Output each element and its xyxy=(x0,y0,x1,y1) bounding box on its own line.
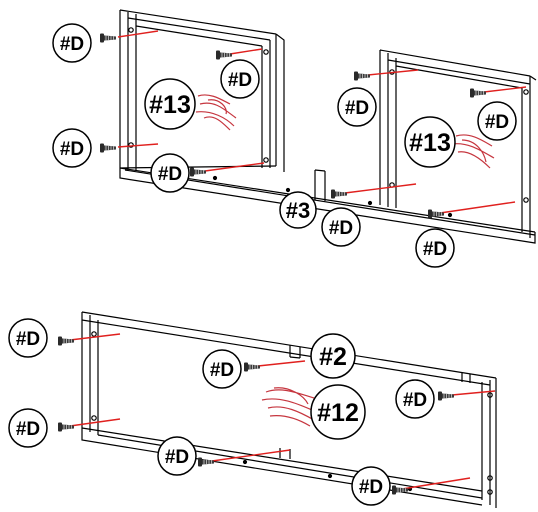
screw-icon xyxy=(353,71,371,81)
top-guide-lines xyxy=(117,30,527,214)
screws xyxy=(57,33,487,495)
bottom-guide-lines xyxy=(69,333,496,490)
screw-icon xyxy=(437,391,455,401)
callout-d: #D xyxy=(415,228,455,268)
callout-d: #D xyxy=(202,349,242,389)
callout-label: #D xyxy=(345,98,369,119)
callout-d: #D xyxy=(351,466,391,506)
callout-label: #13 xyxy=(409,129,451,157)
top-rail-part-2 xyxy=(81,311,497,386)
callout-12: #12 xyxy=(310,384,366,440)
callout-label: #D xyxy=(485,112,509,133)
callout-d: #D xyxy=(321,207,361,247)
callout-2: #2 xyxy=(310,333,356,379)
callout-label: #12 xyxy=(317,399,359,427)
callout-label: #3 xyxy=(286,198,310,223)
callout-label: #D xyxy=(165,447,189,468)
callout-label: #D xyxy=(228,70,252,91)
screw-icon xyxy=(99,33,117,43)
callout-label: #13 xyxy=(149,91,191,119)
screw-icon xyxy=(243,362,261,372)
callout-3: #3 xyxy=(279,191,317,229)
callout-label: #D xyxy=(359,477,383,498)
left-side-frame-part-13 xyxy=(119,9,285,172)
screw-icon xyxy=(197,457,215,467)
callout-d: #D xyxy=(477,101,517,141)
callout-label: #D xyxy=(60,34,84,55)
screw-icon xyxy=(189,167,207,177)
callout-label: #2 xyxy=(319,343,347,371)
screw-icon xyxy=(99,143,117,153)
callout-label: #D xyxy=(158,164,182,185)
right-post xyxy=(481,378,497,508)
callout-d: #D xyxy=(220,59,260,99)
callout-d: #D xyxy=(395,379,435,419)
screw-icon xyxy=(57,422,75,432)
callout-label: #D xyxy=(16,329,40,350)
bottom-assembly xyxy=(81,311,497,508)
callout-label: #D xyxy=(329,218,353,239)
glue-scribble-icon xyxy=(261,387,315,427)
callout-d: #D xyxy=(150,153,190,193)
screw-icon xyxy=(330,189,348,199)
glue-scribble-icon xyxy=(195,94,237,131)
callout-label: #D xyxy=(403,390,427,411)
callout-d: #D xyxy=(337,87,377,127)
callout-d: #D xyxy=(52,128,92,168)
screw-icon xyxy=(215,50,233,60)
callout-d: #D xyxy=(157,436,197,476)
bottom-rail-part-3 xyxy=(119,167,536,244)
callout-label: #D xyxy=(210,360,234,381)
callout-13: #13 xyxy=(144,78,196,130)
screw-icon xyxy=(57,336,75,346)
glue-scribble-icon xyxy=(451,134,495,169)
callouts: #D #D #D #D #D #D #D #D #13 #13 #3 #D #D… xyxy=(8,23,517,506)
callout-13: #13 xyxy=(404,116,456,168)
callout-d: #D xyxy=(8,408,48,448)
top-assembly xyxy=(119,9,537,244)
callout-label: #D xyxy=(16,419,40,440)
callout-d: #D xyxy=(52,23,92,63)
screw-icon xyxy=(469,88,487,98)
callout-label: #D xyxy=(60,139,84,160)
callout-d: #D xyxy=(8,318,48,358)
callout-label: #D xyxy=(423,239,447,260)
bottom-rail-part-12 xyxy=(81,427,483,506)
left-post xyxy=(81,312,99,435)
